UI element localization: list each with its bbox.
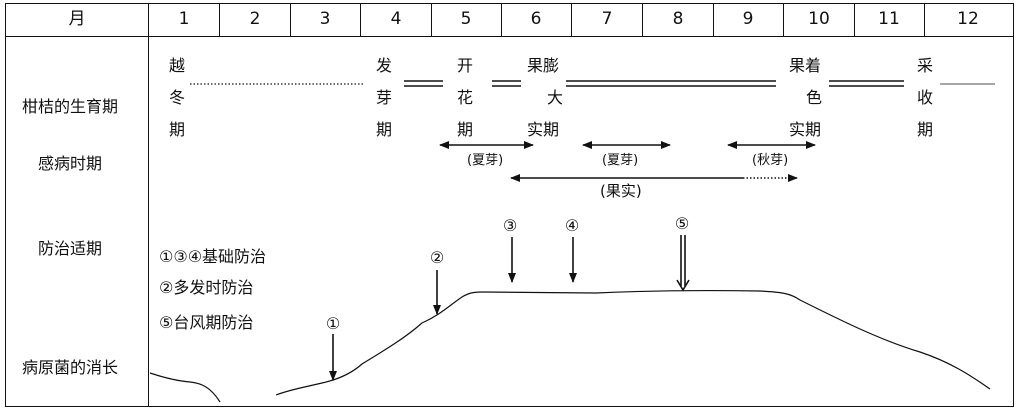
infection-arrows [439,141,816,182]
row-label-control: 防治适期 [38,239,103,258]
month-5: 5 [460,9,472,29]
stage-fruit-color-2: 色 [806,88,823,107]
control-legend-basic: ①③④基础防治 [159,247,267,266]
stage-overwinter-1: 越 [168,56,185,75]
month-header-label: 月 [68,9,86,29]
month-7: 7 [601,9,613,29]
stage-fruit-swell-1: 果膨 [527,56,560,75]
stage-fruit-color-3: 实期 [789,120,822,139]
stage-fruit-swell-3: 实期 [527,120,560,139]
pathogen-curve [149,290,991,403]
row-label-pathogen: 病原菌的消长 [22,358,119,377]
stage-budding-3: 期 [375,120,392,139]
marker-4: ④ [564,216,580,235]
infection-label-summer-1: (夏芽) [467,153,504,168]
infection-label-autumn: (秋芽) [752,153,789,168]
control-legend-peak: ②多发时防治 [159,278,254,297]
month-11: 11 [878,9,900,29]
table-grid [5,3,1014,407]
stage-harvest-2: 收 [916,88,933,107]
month-10: 10 [808,9,830,29]
month-12: 12 [957,9,979,29]
month-6: 6 [530,9,542,29]
stage-budding-1: 发 [375,56,392,75]
control-arrows [329,235,690,381]
stage-flowering-3: 期 [456,120,473,139]
marker-5: ⑤ [674,214,690,233]
row-label-infection: 感病时期 [38,154,103,173]
stage-fruit-color-1: 果着 [789,56,822,75]
growth-stage-lines [190,80,995,87]
marker-3: ③ [502,216,518,235]
stage-harvest-1: 采 [916,56,933,75]
stage-overwinter-2: 冬 [168,88,185,107]
month-3: 3 [319,9,331,29]
month-1: 1 [178,9,190,29]
row-label-growth: 柑桔的生育期 [22,97,119,116]
stage-harvest-3: 期 [916,120,933,139]
infection-label-summer-2: (夏芽) [602,153,639,168]
month-2: 2 [249,9,261,29]
control-legend-typhoon: ⑤台风期防治 [159,313,254,332]
month-8: 8 [672,9,684,29]
marker-1: ① [325,314,341,333]
marker-2: ② [429,248,445,267]
month-9: 9 [742,9,754,29]
month-4: 4 [390,9,402,29]
infection-label-fruit: (果实) [600,182,642,200]
stage-overwinter-3: 期 [168,120,185,139]
stage-budding-2: 芽 [375,88,392,107]
stage-flowering-1: 开 [456,56,473,75]
stage-flowering-2: 花 [456,88,473,107]
stage-fruit-swell-2: 大 [547,88,564,107]
